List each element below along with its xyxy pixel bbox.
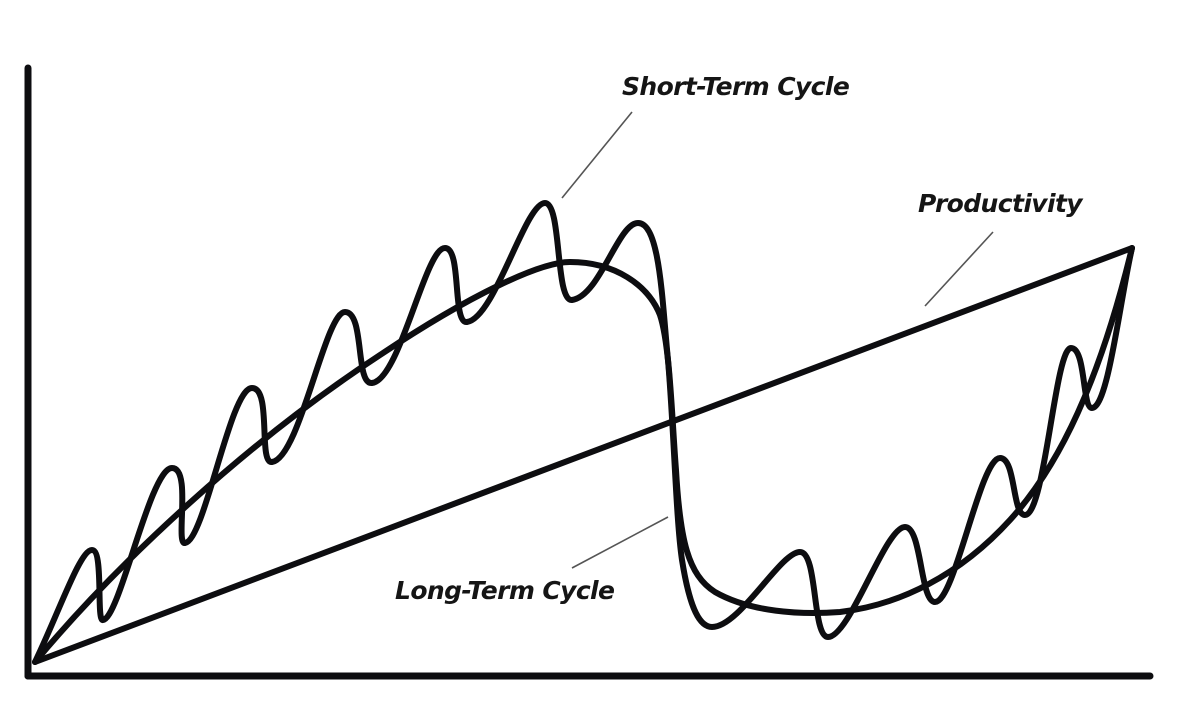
short-term-leader-line — [561, 111, 633, 199]
productivity-leader-line — [924, 231, 994, 307]
short-term-cycle-curve — [32, 200, 1135, 665]
long-term-leader-line — [571, 516, 669, 569]
short-term-cycle-label: Short-Term Cycle — [622, 72, 850, 101]
productivity-line — [32, 245, 1135, 665]
long-term-cycle-label: Long-Term Cycle — [395, 576, 615, 605]
productivity-label: Productivity — [918, 189, 1083, 218]
